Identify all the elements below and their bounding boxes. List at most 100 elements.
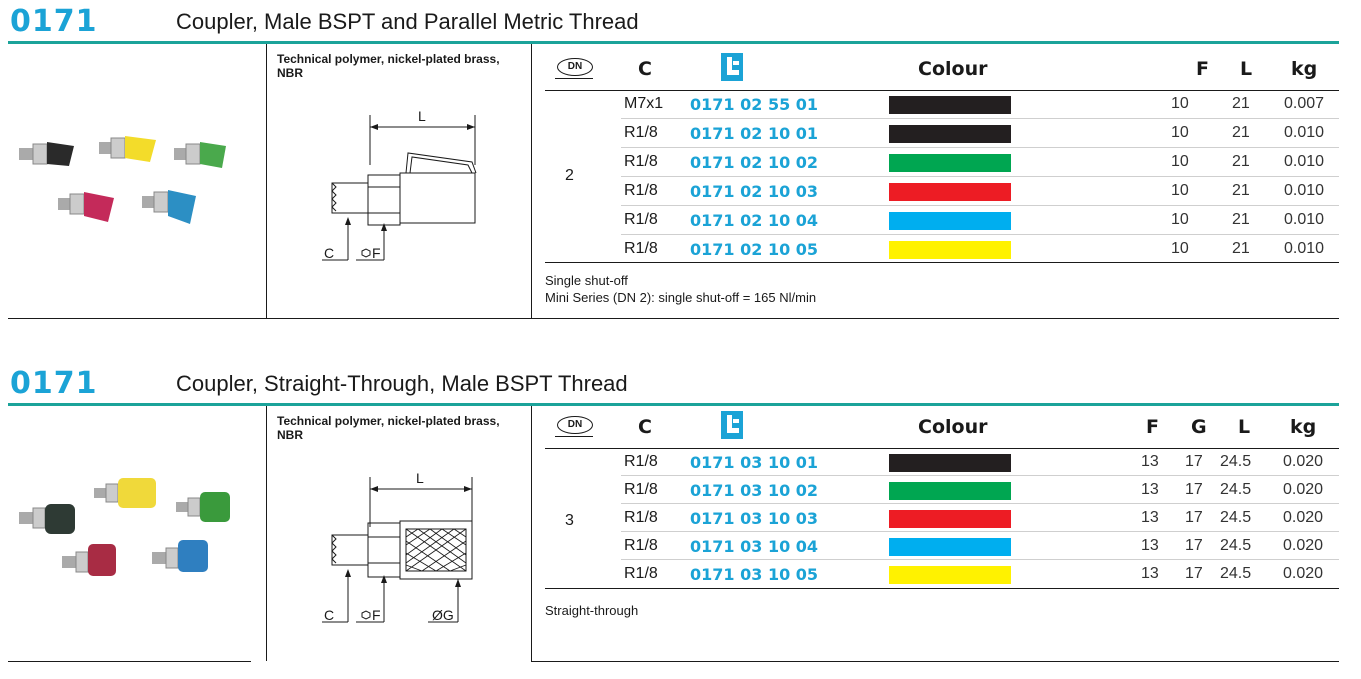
coupler-red-icon [58,192,114,222]
hex-symbol-icon [361,610,371,620]
article-number: 0171 03 10 03 [690,509,819,528]
header-colour: Colour [918,416,988,438]
article-number: 0171 02 10 05 [690,240,819,259]
colour-swatch-yellow [889,566,1011,584]
coupler-blue-icon [152,540,208,572]
header-g: G [1191,416,1207,438]
dn-value: 2 [565,167,574,184]
row-rule [621,234,1339,235]
product-photo [19,136,226,224]
dn-badge-icon: DN [557,416,593,434]
section-title-row: 0171 Coupler, Straight-Through, Male BSP… [8,366,1353,401]
article-number-icon [721,53,743,81]
dn-badge-icon: DN [557,58,593,76]
divider [266,44,267,319]
colour-swatch-red [889,183,1011,201]
coupler-black-icon [19,504,75,534]
drawing-label-l: L [416,470,424,486]
article-number: 0171 03 10 01 [690,453,819,472]
colour-swatch-black [889,125,1011,143]
header-f: F [1196,58,1209,80]
coupler-green-icon [176,492,230,522]
colour-swatch-green [889,482,1011,500]
dn-value: 3 [565,512,574,529]
technical-drawing [322,477,473,623]
coupler-red-icon [62,544,116,576]
article-number: 0171 03 10 02 [690,481,819,500]
row-rule [621,205,1339,206]
colour-swatch-blue [889,212,1011,230]
divider [531,406,532,661]
product-section-2: 0171 Coupler, Straight-Through, Male BSP… [0,362,1361,679]
drawing-label-f: F [372,607,381,623]
drawing-label-c: C [324,245,335,261]
article-number: 0171 03 10 05 [690,565,819,584]
notes: Straight-through [545,602,638,619]
row-rule [621,118,1339,119]
hex-symbol-icon [361,248,371,258]
colour-swatch-blue [889,538,1011,556]
table-bottom-rule [545,588,1339,589]
row-rule [621,147,1339,148]
header-c: C [638,58,652,80]
header-colour: Colour [918,58,988,80]
colour-swatch-yellow [889,241,1011,259]
coupler-yellow-icon [99,136,156,162]
header-rule [545,448,1339,449]
article-number: 0171 02 10 04 [690,211,819,230]
product-photo [19,478,230,576]
note-line: Mini Series (DN 2): single shut-off = 16… [545,290,817,305]
product-code: 0171 [10,366,98,401]
divider [266,406,267,661]
divider [531,44,532,319]
article-number: 0171 02 10 01 [690,124,819,143]
article-number: 0171 03 10 04 [690,537,819,556]
drawing-label-l: L [418,108,426,124]
title-rule [8,41,1339,44]
colour-swatch-black [889,96,1011,114]
material-description: Technical polymer, nickel-plated brass, … [277,52,500,80]
header-kg: kg [1290,416,1317,438]
row-rule [621,176,1339,177]
note-line: Straight-through [545,603,639,618]
article-number: 0171 02 55 01 [690,95,819,114]
note-line: Single shut-off [545,273,628,288]
header-f: F [1146,416,1159,438]
drawing-label-g: ØG [432,607,454,623]
header-kg: kg [1291,58,1318,80]
dn-badge-underline [555,78,593,79]
row-rule [621,531,1339,532]
drawing-label-c: C [324,607,335,623]
row-rule [621,503,1339,504]
colour-swatch-green [889,154,1011,172]
article-number-icon [721,411,743,439]
colour-swatch-black [889,454,1011,472]
article-number: 0171 02 10 02 [690,153,819,172]
header-rule [545,90,1339,91]
title-rule [8,403,1339,406]
product-title: Coupler, Straight-Through, Male BSPT Thr… [176,371,628,396]
table-bottom-rule [545,262,1339,263]
header-c: C [638,416,652,438]
row-rule [621,475,1339,476]
material-description: Technical polymer, nickel-plated brass, … [277,414,500,442]
row-rule [621,559,1339,560]
notes: Single shut-off Mini Series (DN 2): sing… [545,272,816,306]
colour-swatch-red [889,510,1011,528]
section-bottom-rule [8,661,251,662]
coupler-yellow-icon [94,478,156,508]
technical-drawing [322,115,477,261]
coupler-black-icon [19,142,74,166]
header-l: L [1238,416,1251,438]
product-title: Coupler, Male BSPT and Parallel Metric T… [176,9,639,34]
product-section-1: 0171 Coupler, Male BSPT and Parallel Met… [0,0,1361,330]
dn-badge-underline [555,436,593,437]
section-bottom-rule [531,661,1339,662]
section-title-row: 0171 Coupler, Male BSPT and Parallel Met… [8,4,1353,39]
article-number: 0171 02 10 03 [690,182,819,201]
header-l: L [1240,58,1253,80]
section-bottom-rule [8,318,1339,319]
product-code: 0171 [10,4,98,39]
coupler-blue-icon [142,190,196,224]
drawing-label-f: F [372,245,381,261]
